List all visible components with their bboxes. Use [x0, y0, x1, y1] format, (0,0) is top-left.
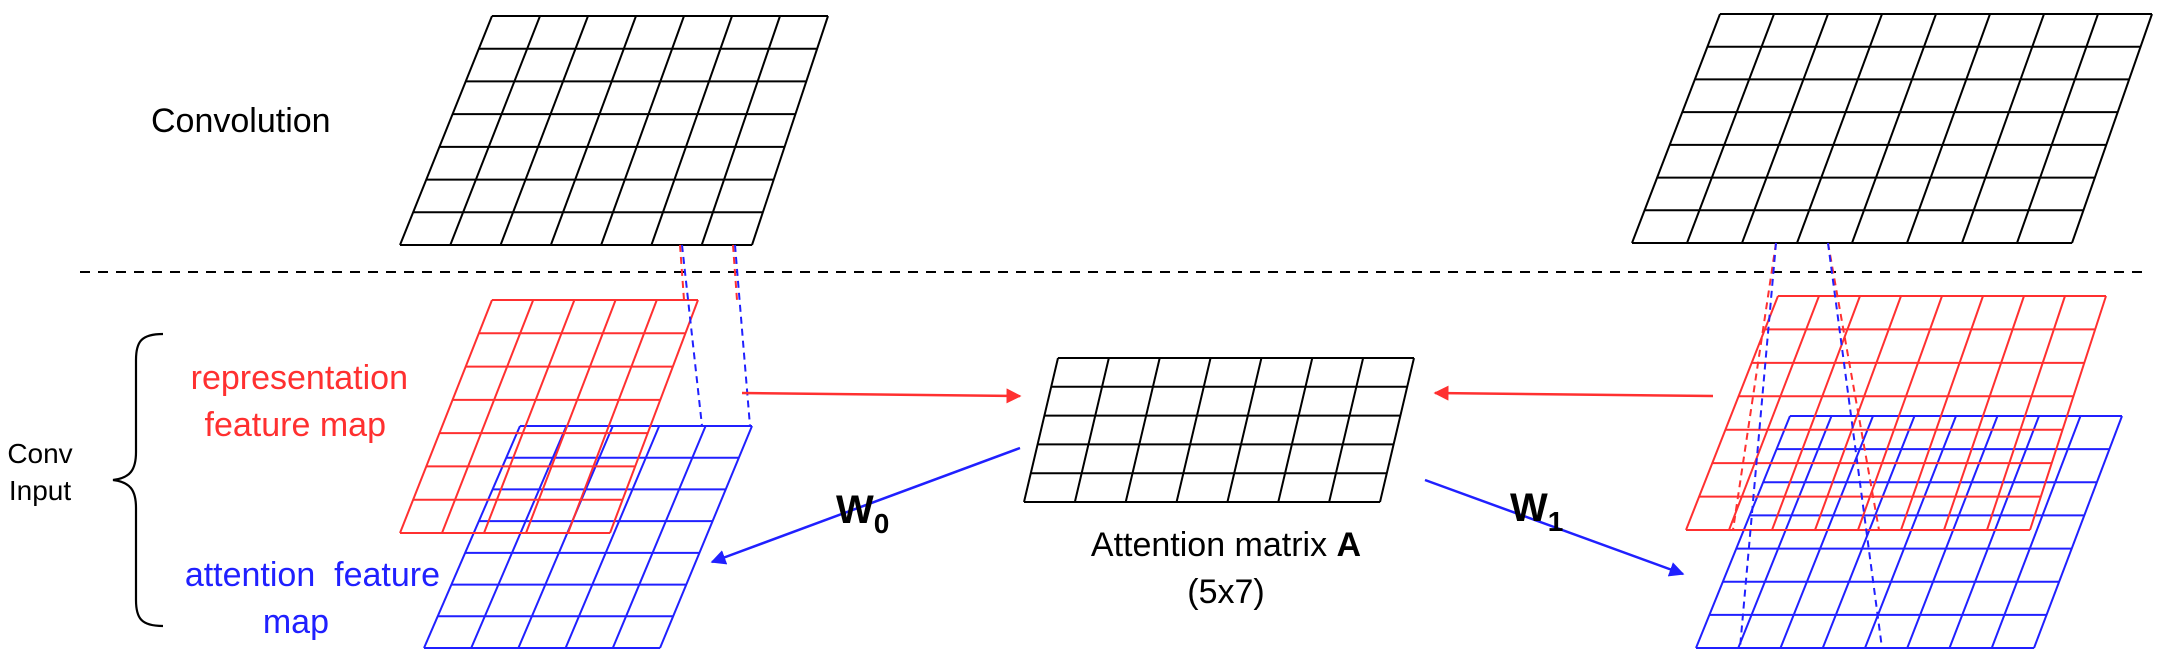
convolution-label: Convolution [151, 102, 331, 140]
right-attention-col-line [1864, 415, 1957, 649]
right-attention-col-line [2033, 415, 2123, 649]
attention-matrix-col-line [1023, 357, 1059, 503]
left-representation-col-line [399, 299, 493, 534]
attention-matrix-col-line [1175, 357, 1212, 503]
left-conv-col-line [700, 15, 781, 246]
right-representation-col-line [2029, 295, 2107, 531]
left-attention-col-line [470, 425, 568, 649]
left-attention-background [424, 426, 752, 648]
right-attention-col-line [1990, 415, 2082, 649]
right-projection-lines [1732, 242, 1883, 649]
left-conv-col-line [549, 15, 637, 246]
right-representation-col-line [1986, 295, 2066, 531]
left-projection-lines [679, 244, 751, 427]
right-representation-col-line [1857, 295, 1943, 531]
right-conv-col-line [1961, 13, 2045, 244]
w0-label: W0 [836, 488, 889, 539]
attention-matrix-col-line [1226, 357, 1263, 503]
attention-matrix-label: Attention matrix A [1091, 526, 1361, 564]
left-conv-col-line [499, 15, 589, 246]
right-conv-col-line [1796, 13, 1883, 244]
right-representation-col-line [1900, 295, 1984, 531]
attention-matrix-col-line [1073, 357, 1110, 503]
left-attention-col-line [659, 425, 753, 649]
right-representation-col-line [1943, 295, 2025, 531]
w1-label: W1 [1510, 486, 1563, 537]
left-conv-col-line [751, 15, 829, 246]
left-representation-feature-map-grid [399, 299, 699, 534]
attention-feature-label-line1: attention feature [185, 556, 440, 594]
attention-matrix-col-line [1124, 357, 1161, 503]
right-attention-col-line [1906, 415, 1999, 649]
left-representation-col-line [441, 299, 535, 534]
left-attention-col-line [423, 425, 521, 649]
left-representation-col-line [567, 299, 658, 534]
right-attention-background [1696, 416, 2122, 648]
left-red-arrow [741, 388, 1022, 404]
left-conv-col-line [600, 15, 685, 246]
conv-input-brace [112, 332, 164, 628]
right-conv-col-line [1906, 13, 1991, 244]
representation-label-line1: representation [191, 359, 408, 397]
right-convolution-grid [1631, 13, 2153, 244]
attention-matrix-dims-label: (5x7) [1187, 573, 1264, 611]
conv-input-label-line1: Conv [7, 438, 72, 469]
right-representation-col-line [1685, 295, 1779, 531]
conv-input-label-line2: Input [9, 475, 71, 506]
left-attention-col-line [611, 425, 707, 649]
right-attention-col-line [1737, 415, 1833, 649]
right-attention-col-line [1821, 415, 1916, 649]
left-representation-col-line [525, 299, 617, 534]
left-representation-col-line [609, 299, 699, 534]
right-conv-col-line [1631, 13, 1721, 244]
right-conv-col-line [2071, 13, 2153, 244]
right-red-arrow [1433, 385, 1714, 401]
attention-matrix-col-line [1328, 357, 1365, 503]
right-attention-col-line [1948, 415, 2040, 649]
right-attention-col-line [1695, 415, 1791, 649]
left-conv-col-line [399, 15, 493, 246]
w0-blue-arrow [710, 446, 1021, 565]
left-convolution-grid [399, 15, 829, 246]
right-conv-col-line [1851, 13, 1937, 244]
attention-matrix-background [1024, 358, 1414, 502]
w1-blue-arrow [1424, 478, 1685, 577]
attention-matrix-col-line [1277, 357, 1314, 503]
right-conv-col-line [2016, 13, 2099, 244]
attention-feature-label-line2: map [263, 603, 329, 641]
right-representation-col-line [1728, 295, 1820, 531]
right-representation-feature-map-grid [1685, 295, 2107, 531]
right-conv-background [1632, 14, 2152, 243]
left-conv-col-line [650, 15, 733, 246]
left-attention-feature-map-grid [423, 425, 753, 649]
left-attention-col-line [517, 425, 614, 649]
left-representation-col-line [483, 299, 576, 534]
right-attention-col-line [1779, 415, 1874, 649]
attention-matrix-col-line [1379, 357, 1415, 503]
representation-label-line2: feature map [205, 406, 386, 444]
attention-matrix-grid [1023, 357, 1415, 503]
left-conv-col-line [449, 15, 541, 246]
right-conv-col-line [1741, 13, 1829, 244]
right-conv-col-line [1686, 13, 1775, 244]
left-attention-col-line [564, 425, 661, 649]
right-representation-col-line [1771, 295, 1861, 531]
